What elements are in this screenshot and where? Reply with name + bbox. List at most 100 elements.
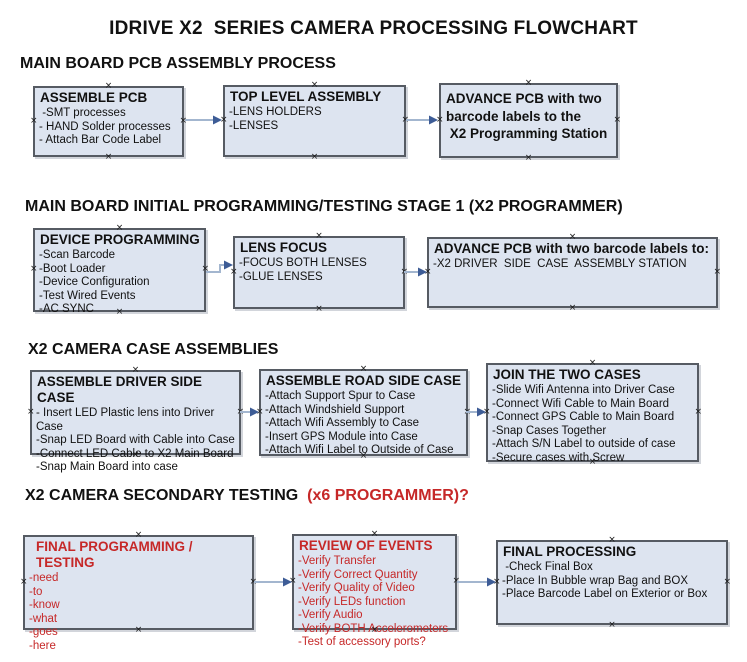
connector-arrow-finalprog-to-review[interactable] [254, 576, 292, 588]
box-item: -Verify Audio [298, 609, 363, 621]
connection-point-icon: × [613, 114, 621, 125]
box-item: -X2 DRIVER SIDE CASE ASSEMBLY STATION [433, 258, 687, 270]
box-item: -Attach S/N Label to outside of case [492, 438, 676, 450]
section-heading-initial-programming: MAIN BOARD INITIAL PROGRAMMING/TESTING S… [25, 198, 623, 216]
flow-box-assemble-road-side-case[interactable]: ASSEMBLE ROAD SIDE CASE -Attach Support … [256, 365, 471, 461]
section-heading-case-assemblies: X2 CAMERA CASE ASSEMBLIES [28, 341, 278, 359]
box-item: -LENSES [229, 119, 279, 132]
flow-box-assemble-pcb[interactable]: ASSEMBLE PCB -SMT processes- HAND Solder… [30, 82, 187, 162]
box-item: -goes [29, 626, 58, 638]
section-heading-text: X2 CAMERA SECONDARY TESTING [25, 487, 303, 504]
box-item: -GLUE LENSES [239, 270, 323, 283]
box-item: -Attach Wifi Assembly to Case [265, 417, 420, 429]
box-item: -Verify Correct Quantity [298, 568, 418, 581]
section-heading-pcb-assembly: MAIN BOARD PCB ASSEMBLY PROCESS [20, 55, 336, 73]
connection-point-icon: × [30, 115, 38, 126]
box-item: -Attach Windshield Support [265, 403, 405, 416]
section-heading-text: MAIN BOARD INITIAL PROGRAMMING/TESTING S… [25, 198, 623, 215]
flow-box-top-level-assembly[interactable]: TOP LEVEL ASSEMBLY -LENS HOLDERS-LENSES … [220, 81, 409, 162]
connector-arrow-lensfocus-to-advance[interactable] [404, 266, 427, 278]
connector-arrow-driverside-to-roadside[interactable] [240, 406, 259, 418]
flow-box-advance-pcb-case-assembly[interactable]: ADVANCE PCB with two barcode labels to: … [424, 233, 721, 313]
box-item: -Connect GPS Cable to Main Board [492, 411, 675, 423]
box-title: ASSEMBLE DRIVER SIDE CASE [37, 374, 206, 405]
box-title: FINAL PROCESSING [503, 544, 637, 559]
box-item: -Test of accessory ports? [298, 636, 426, 648]
section-heading-secondary-testing: X2 CAMERA SECONDARY TESTING (x6 PROGRAMM… [25, 487, 469, 505]
box-item-list: -Check Final Box-Place In Bubble wrap Ba… [501, 561, 724, 602]
box-item: -Device Configuration [39, 276, 150, 288]
box-item: -Connect Wifi Cable to Main Board [492, 397, 670, 410]
connection-point-icon: × [315, 304, 323, 314]
section-heading-text: MAIN BOARD PCB ASSEMBLY PROCESS [20, 55, 336, 72]
box-item: -to [29, 585, 43, 598]
box-item: -Verify BOTH Accelerometers [298, 622, 449, 635]
box-item-list: -Scan Barcode-Boot Loader-Device Configu… [38, 249, 202, 317]
section-heading-red-text: (x6 PROGRAMMER)? [302, 487, 469, 504]
page-title: IDRIVE X2 SERIES CAMERA PROCESSING FLOWC… [109, 18, 638, 39]
box-item: -Snap LED Board with Cable into Case [36, 434, 235, 446]
box-item-list: -Verify Transfer-Verify Correct Quantity… [297, 555, 453, 650]
box-item: -Boot Loader [39, 262, 106, 275]
box-item-list: -Slide Wifi Antenna into Driver Case-Con… [491, 384, 695, 465]
box-item: -know [29, 599, 60, 611]
flow-box-join-the-two-cases[interactable]: JOIN THE TWO CASES -Slide Wifi Antenna i… [483, 359, 702, 467]
connector-arrow-review-to-finalprocessing[interactable] [457, 576, 496, 588]
box-item: -AC SYNC [39, 303, 94, 315]
box-item-list: -SMT processes- HAND Solder processes- A… [38, 107, 180, 148]
connection-point-icon: × [104, 152, 113, 162]
flow-box-final-processing[interactable]: FINAL PROCESSING -Check Final Box-Place … [493, 536, 731, 630]
box-item: -what [29, 612, 58, 625]
connection-point-icon: × [713, 266, 721, 277]
flow-box-lens-focus[interactable]: LENS FOCUS -FOCUS BOTH LENSES-GLUE LENSE… [230, 232, 408, 314]
connection-point-icon: × [27, 406, 35, 417]
box-item: - Insert LED Plastic lens into Driver Ca… [36, 407, 218, 433]
box-title: LENS FOCUS [240, 240, 328, 255]
connection-point-icon: × [310, 152, 319, 162]
connector-arrow-roadside-to-join[interactable] [466, 406, 486, 418]
connection-point-icon: × [608, 620, 616, 630]
box-item: -FOCUS BOTH LENSES [239, 257, 367, 269]
box-item: -LENS HOLDERS [229, 106, 322, 118]
box-item: -Snap Main Board into case [36, 461, 178, 473]
box-item: -Place In Bubble wrap Bag and BOX [502, 574, 689, 587]
box-item: -need [29, 572, 59, 584]
box-title: JOIN THE TWO CASES [493, 367, 641, 382]
box-item: -Place Barcode Label on Exterior or Box [502, 588, 708, 600]
flow-box-device-programming[interactable]: DEVICE PROGRAMMING -Scan Barcode-Boot Lo… [30, 224, 209, 317]
box-title: ASSEMBLE PCB [40, 90, 148, 105]
box-item: -Attach Wifi Label to Outside of Case [265, 444, 454, 456]
connector-arrow-deviceprog-to-lensfocus[interactable] [206, 258, 233, 278]
connector-arrow-assemble-to-toplevel[interactable] [185, 114, 222, 126]
flow-box-assemble-driver-side-case[interactable]: ASSEMBLE DRIVER SIDE CASE - Insert LED P… [27, 366, 244, 474]
box-item: -Attach Support Spur to Case [265, 390, 416, 402]
flow-box-final-programming-testing[interactable]: FINAL PROGRAMMING / TESTING -need-to-kno… [20, 531, 257, 652]
box-item: -here [29, 639, 56, 652]
box-title: ADVANCE PCB with two barcode labels to t… [446, 91, 608, 141]
box-title: REVIEW OF EVENTS [299, 538, 433, 553]
connection-point-icon: × [30, 264, 38, 275]
connection-point-icon: × [694, 406, 702, 417]
box-item-list: -Attach Support Spur to Case-Attach Wind… [264, 390, 464, 458]
box-item-list: -LENS HOLDERS-LENSES [228, 106, 402, 133]
connection-point-icon: × [20, 576, 28, 587]
box-title: ADVANCE PCB with two barcode labels to: [434, 241, 710, 256]
connection-point-icon: × [524, 153, 533, 163]
box-item: -Verify Transfer [298, 555, 376, 567]
connection-point-icon: × [723, 576, 731, 587]
box-item-list: -FOCUS BOTH LENSES-GLUE LENSES [238, 257, 401, 284]
box-item-list: -X2 DRIVER SIDE CASE ASSEMBLY STATION [432, 258, 714, 272]
box-item: -Scan Barcode [39, 249, 116, 261]
box-item: -Test Wired Events [39, 289, 136, 302]
box-title: DEVICE PROGRAMMING [40, 232, 200, 247]
box-item: -Secure cases with Screw [492, 451, 625, 464]
box-item: -SMT processes [39, 107, 126, 119]
box-item: -Check Final Box [502, 561, 593, 573]
box-title: TOP LEVEL ASSEMBLY [230, 89, 382, 104]
box-item: -Verify LEDs function [298, 595, 406, 608]
flow-box-review-of-events[interactable]: REVIEW OF EVENTS -Verify Transfer-Verify… [289, 530, 460, 649]
connector-arrow-toplevel-to-advance[interactable] [406, 114, 438, 126]
box-item: -Connect LED Cable to X2 Main Board [36, 447, 234, 460]
flow-box-advance-pcb-programming-station[interactable]: ADVANCE PCB with two barcode labels to t… [436, 79, 621, 163]
